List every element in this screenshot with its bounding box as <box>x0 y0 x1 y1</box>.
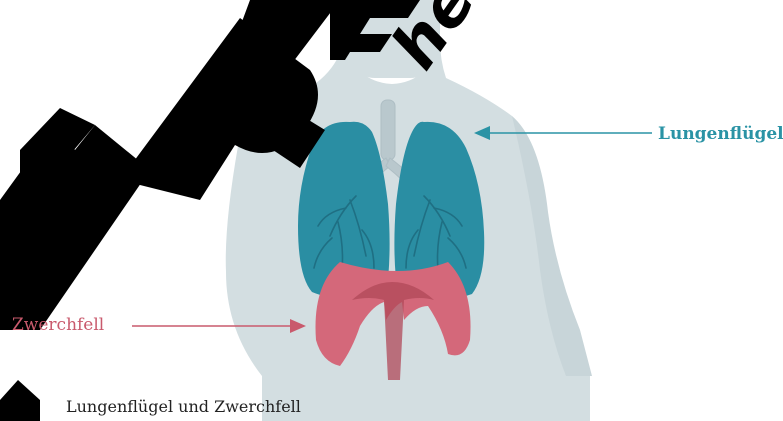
figure-caption: Lungenflügel und Zwerchfell <box>66 397 301 416</box>
lungs-label: Lungenflügel <box>658 124 783 144</box>
diaphragm-label: Zwerchfell <box>12 315 104 335</box>
